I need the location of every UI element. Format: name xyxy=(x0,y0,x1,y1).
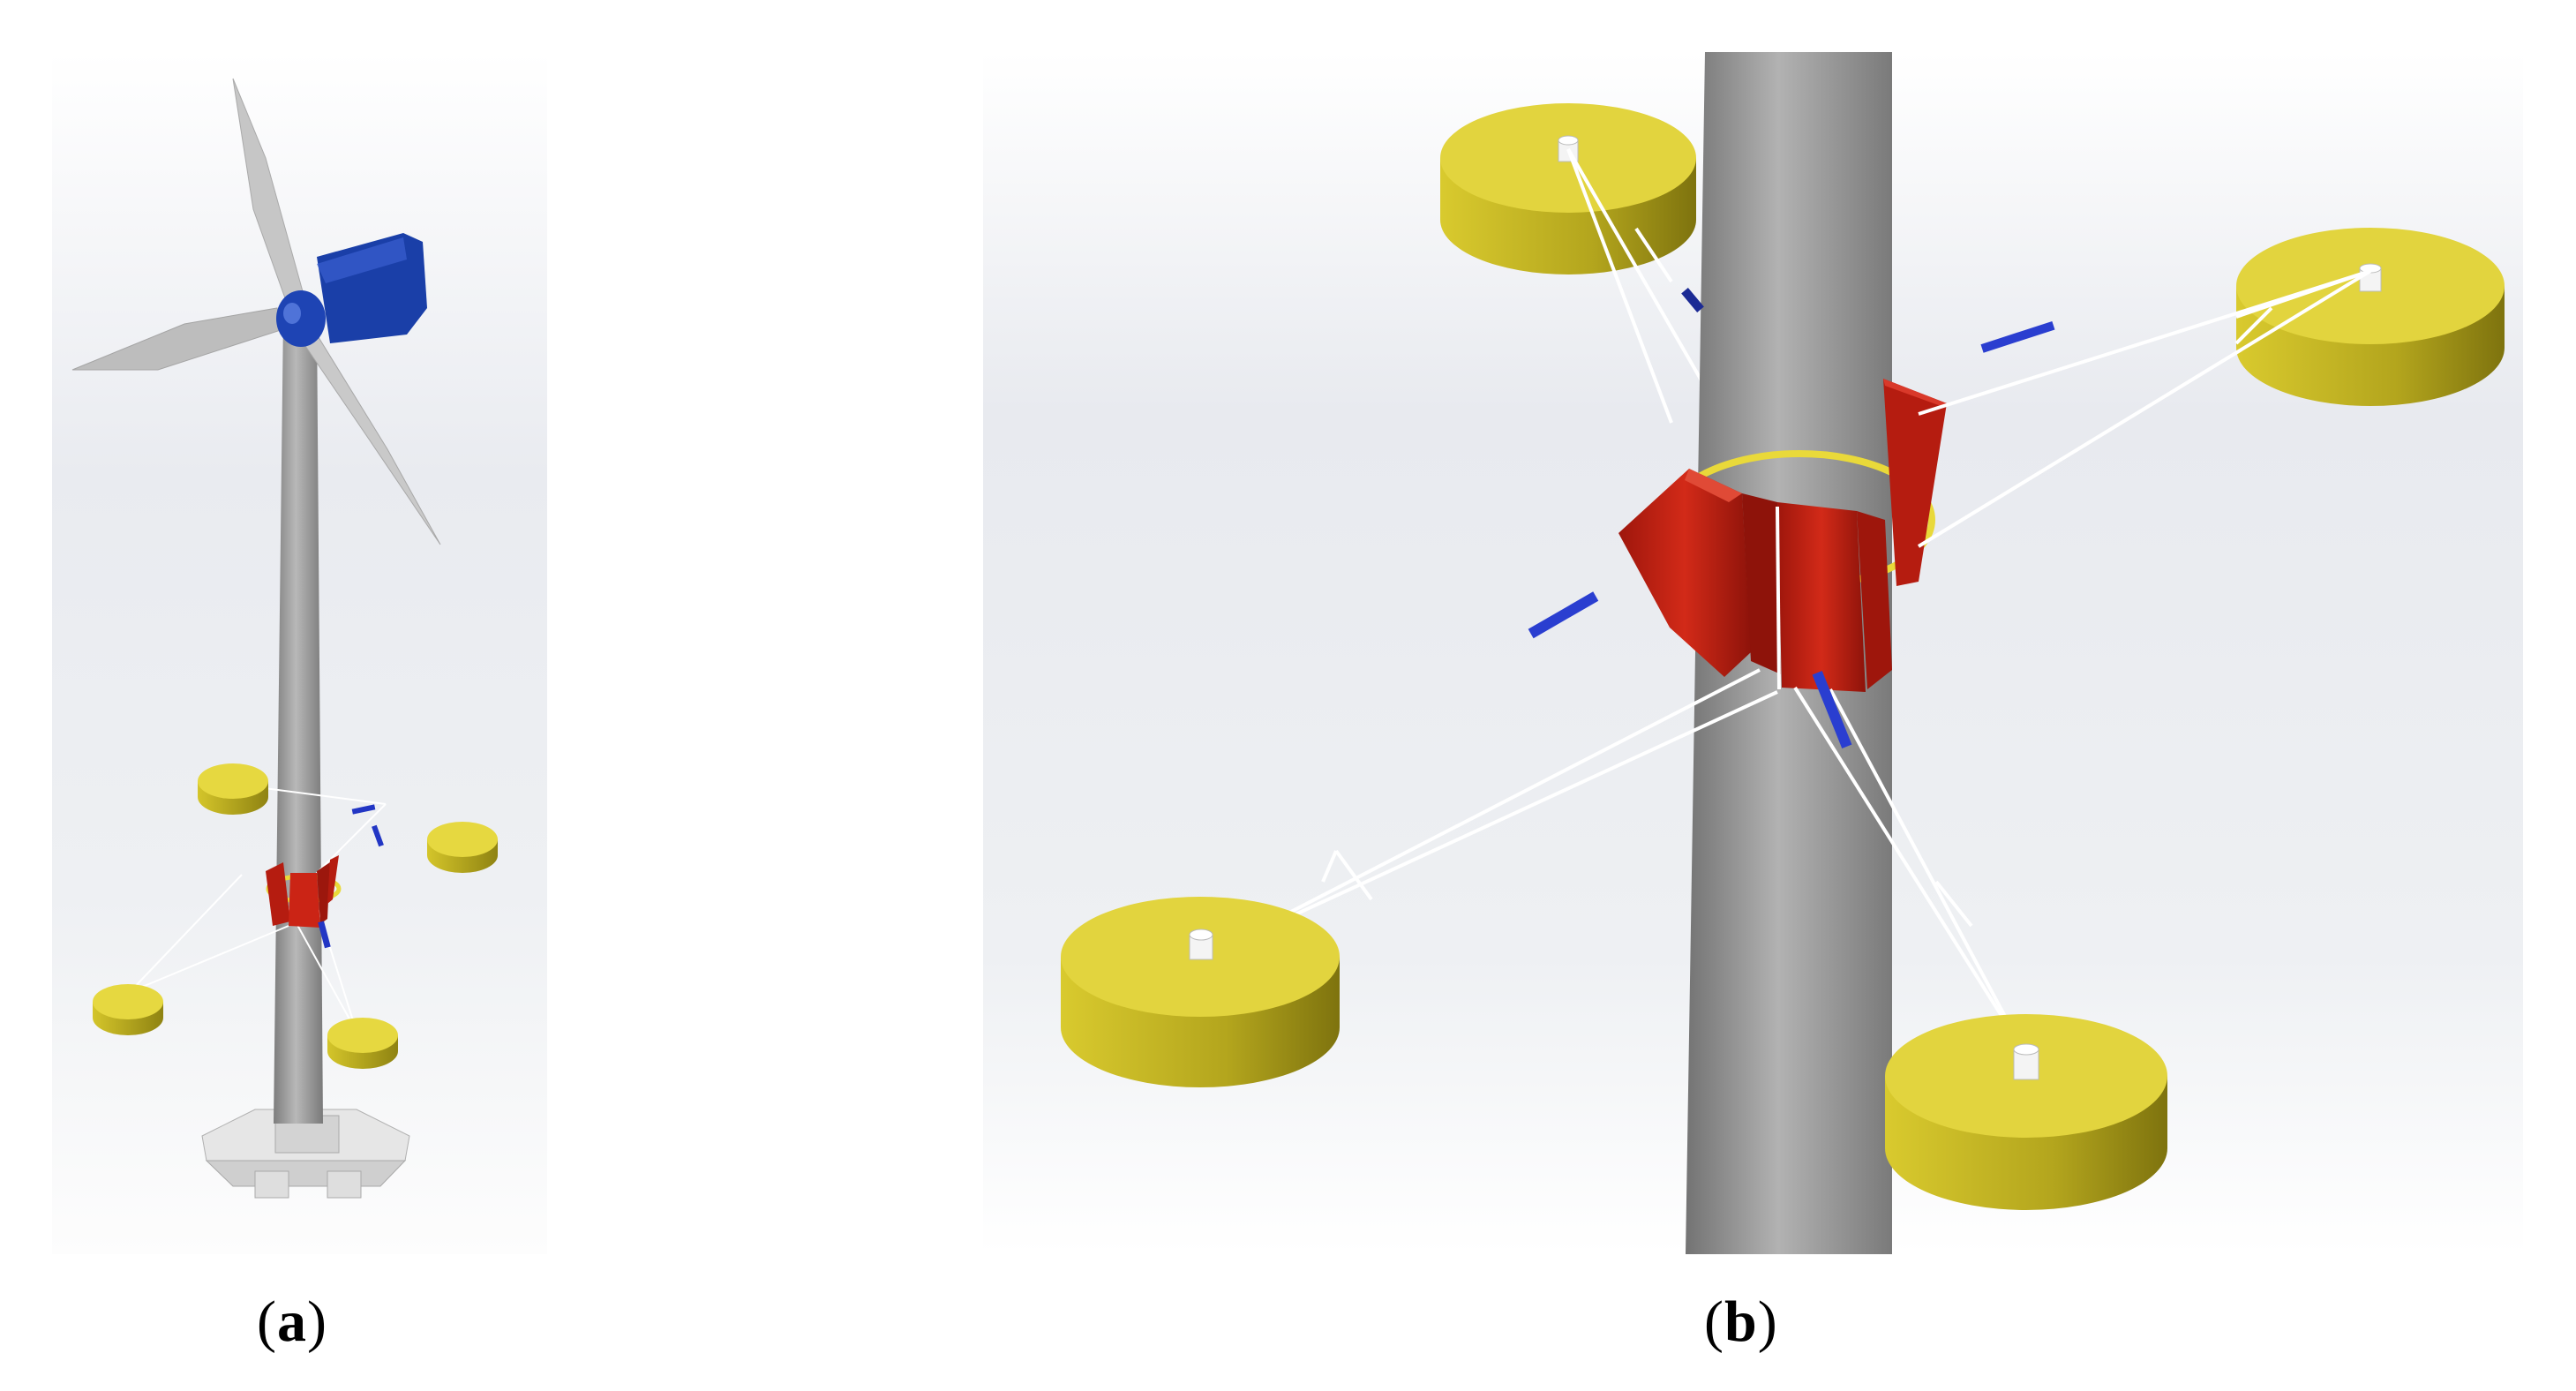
rotor-and-nacelle xyxy=(71,78,441,545)
damper xyxy=(372,824,384,847)
caption-b: (b) xyxy=(1704,1289,1778,1356)
caption-a-open: ( xyxy=(257,1289,277,1354)
float-back-right xyxy=(2236,228,2505,406)
float-back-left xyxy=(1440,103,1696,274)
mooring-cables-rear xyxy=(1566,148,1717,424)
tuned-mass-plate-rear xyxy=(1883,379,1947,586)
damper xyxy=(1528,591,1599,639)
damper-detail-illustration xyxy=(983,52,2523,1254)
mooring-cables-front xyxy=(1203,269,2372,1051)
float-front-right xyxy=(1885,1014,2167,1210)
hub xyxy=(276,290,326,347)
tuned-mass-collar xyxy=(1618,469,1892,692)
damper xyxy=(1812,671,1852,748)
float-front-left xyxy=(1061,897,1340,1087)
turbine-overview-illustration xyxy=(52,52,547,1254)
collar-assembly xyxy=(266,855,342,949)
caption-b-open: ( xyxy=(1704,1289,1724,1354)
damper xyxy=(351,804,376,815)
tower-base xyxy=(201,1109,410,1199)
damper xyxy=(1980,320,2055,353)
float-back-left xyxy=(198,763,268,815)
caption-b-close: ) xyxy=(1757,1289,1778,1354)
caption-b-letter: b xyxy=(1724,1289,1758,1354)
caption-a-close: ) xyxy=(306,1289,327,1354)
panel-a-turbine-overview xyxy=(52,52,547,1254)
panel-b-damper-detail xyxy=(983,52,2523,1254)
caption-a: (a) xyxy=(257,1289,327,1356)
float-front-right xyxy=(327,1018,398,1069)
caption-a-letter: a xyxy=(276,1289,307,1354)
float-front-left xyxy=(93,984,163,1035)
float-back-right xyxy=(427,822,498,873)
damper xyxy=(1681,288,1704,312)
